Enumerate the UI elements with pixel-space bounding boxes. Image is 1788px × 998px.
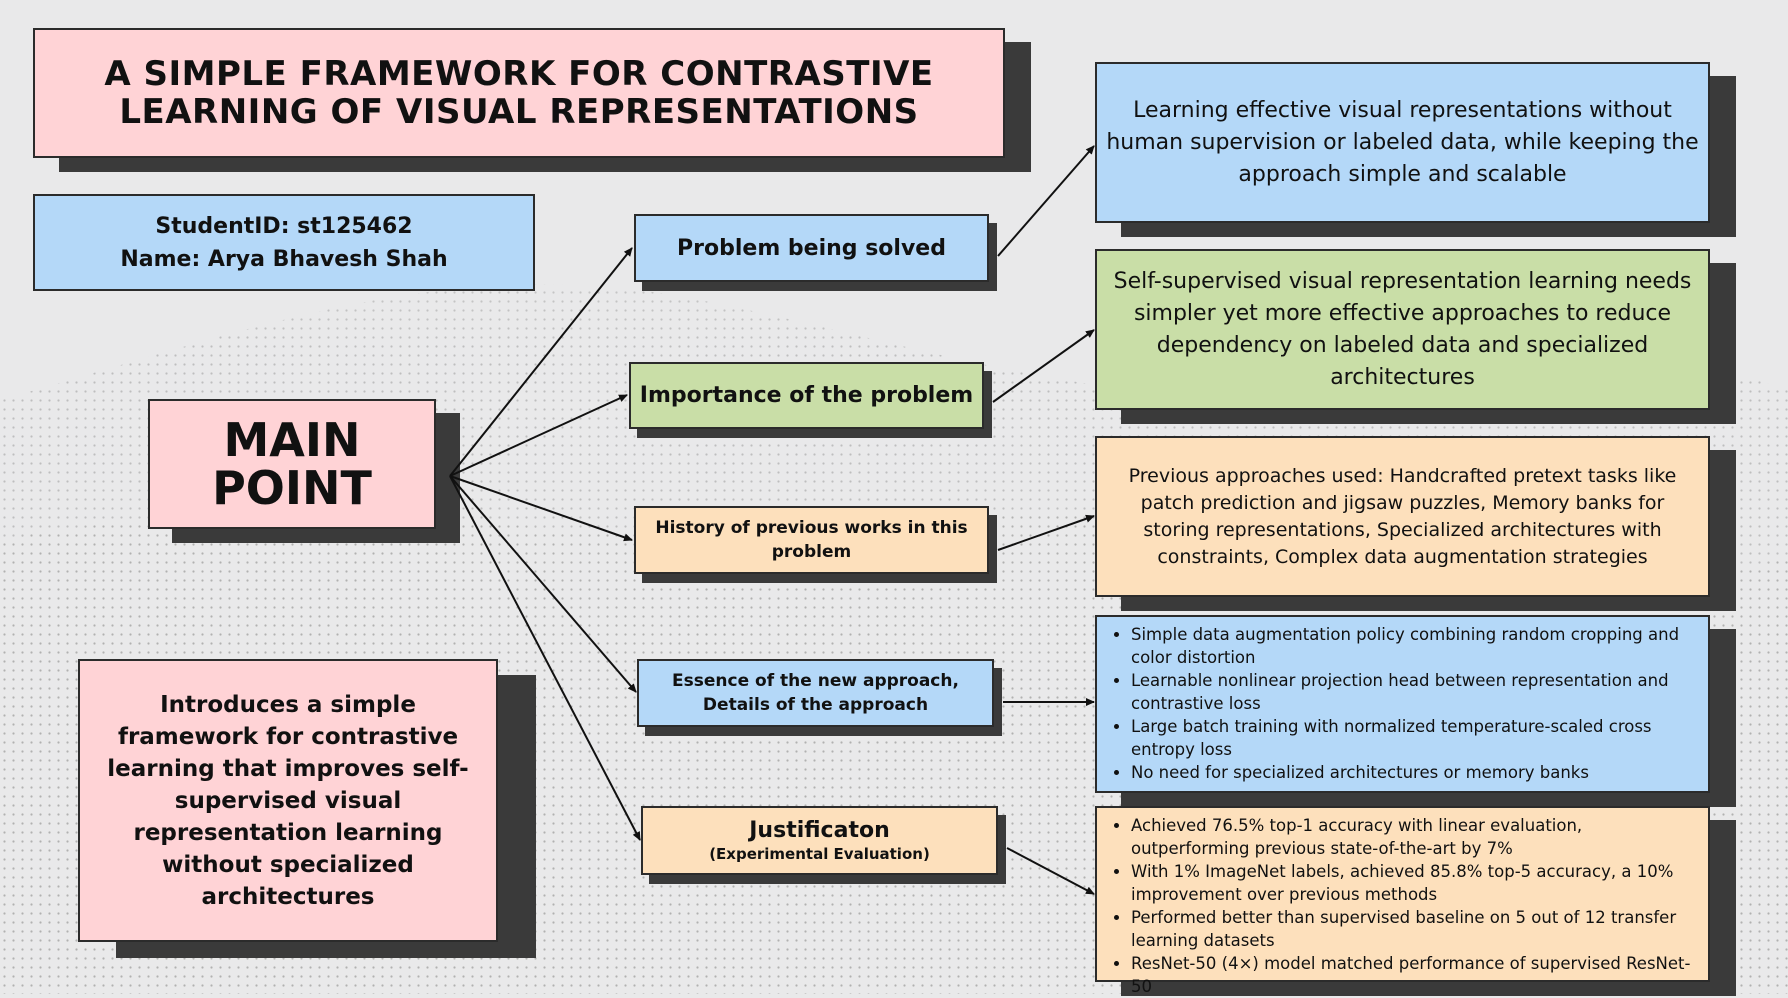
branch-importance-label: Importance of the problem xyxy=(639,383,974,408)
branch-justification-label: Justificaton xyxy=(749,817,890,843)
detail-importance-text: Self-supervised visual representation le… xyxy=(1113,268,1692,390)
list-item: Learnable nonlinear projection head betw… xyxy=(1131,669,1702,715)
summary-text: Introduces a simple framework for contra… xyxy=(107,691,469,910)
branch-history: History of previous works in this proble… xyxy=(634,506,989,574)
detail-importance: Self-supervised visual representation le… xyxy=(1095,249,1710,410)
branch-justification: Justificaton (Experimental Evaluation) xyxy=(641,806,998,875)
student-id: StudentID: st125462 xyxy=(155,213,413,239)
title-line-1: A SIMPLE FRAMEWORK FOR CONTRASTIVE xyxy=(104,54,934,94)
main-point-line-2: POINT xyxy=(212,461,372,515)
detail-justification: Achieved 76.5% top-1 accuracy with linea… xyxy=(1095,806,1710,996)
title-line-2: LEARNING OF VISUAL REPRESENTATIONS xyxy=(119,92,919,132)
list-item: Large batch training with normalized tem… xyxy=(1131,715,1702,761)
main-point-line-1: MAIN xyxy=(223,413,361,467)
page-title: A SIMPLE FRAMEWORK FOR CONTRASTIVE LEARN… xyxy=(104,55,933,131)
list-item: ResNet-50 (4×) model matched performance… xyxy=(1131,952,1702,998)
detail-problem: Learning effective visual representation… xyxy=(1095,62,1710,223)
list-item: No need for specialized architectures or… xyxy=(1131,761,1702,784)
detail-history-text: Previous approaches used: Handcrafted pr… xyxy=(1128,464,1677,568)
list-item: Performed better than supervised baselin… xyxy=(1131,906,1702,952)
list-item: Simple data augmentation policy combinin… xyxy=(1131,623,1702,669)
detail-history: Previous approaches used: Handcrafted pr… xyxy=(1095,436,1710,597)
justification-list: Achieved 76.5% top-1 accuracy with linea… xyxy=(1097,814,1708,998)
detail-problem-text: Learning effective visual representation… xyxy=(1106,97,1699,187)
branch-justification-sublabel: (Experimental Evaluation) xyxy=(709,844,930,863)
main-point-box: MAIN POINT xyxy=(148,399,436,529)
title-box: A SIMPLE FRAMEWORK FOR CONTRASTIVE LEARN… xyxy=(33,28,1005,158)
detail-essence: Simple data augmentation policy combinin… xyxy=(1095,615,1710,793)
branch-problem: Problem being solved xyxy=(634,214,989,282)
student-info-box: StudentID: st125462 Name: Arya Bhavesh S… xyxy=(33,194,535,291)
essence-list: Simple data augmentation policy combinin… xyxy=(1097,623,1708,784)
list-item: Achieved 76.5% top-1 accuracy with linea… xyxy=(1131,814,1702,860)
student-name: Name: Arya Bhavesh Shah xyxy=(120,246,448,272)
branch-essence-label: Essence of the new approach, Details of … xyxy=(672,671,959,715)
branch-history-label: History of previous works in this proble… xyxy=(655,518,968,562)
summary-box: Introduces a simple framework for contra… xyxy=(78,659,498,942)
branch-essence: Essence of the new approach, Details of … xyxy=(637,659,994,727)
branch-importance: Importance of the problem xyxy=(629,362,984,429)
list-item: With 1% ImageNet labels, achieved 85.8% … xyxy=(1131,860,1702,906)
branch-problem-label: Problem being solved xyxy=(677,235,946,261)
